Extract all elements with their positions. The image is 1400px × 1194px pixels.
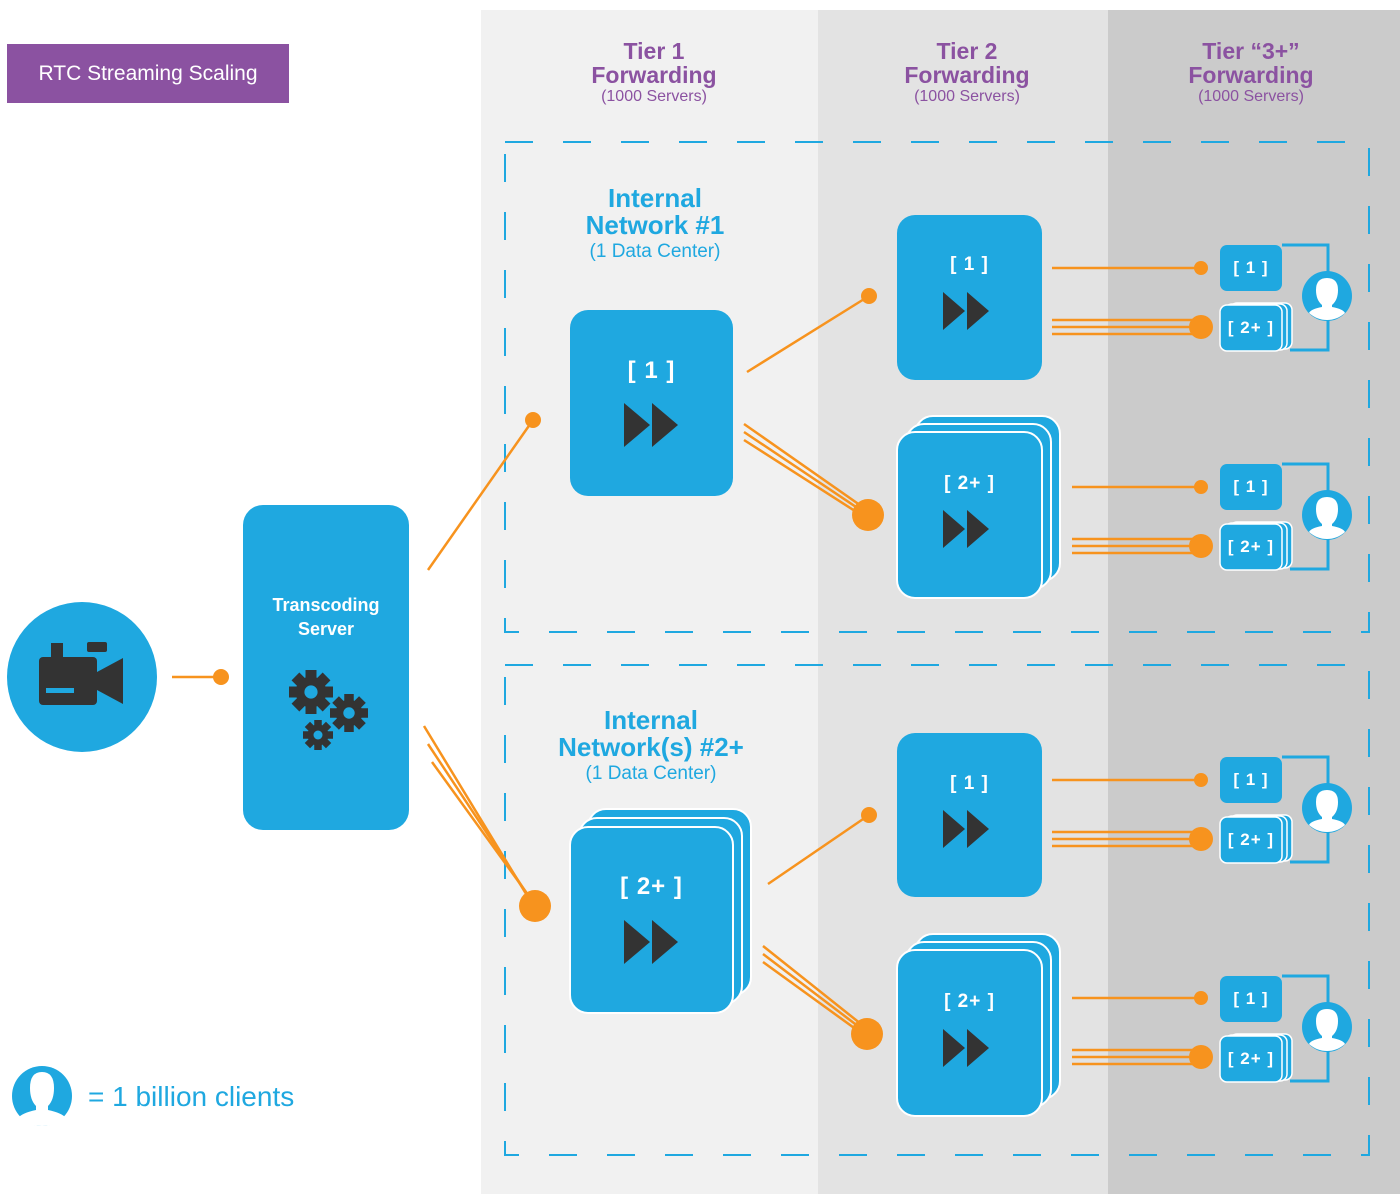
tier2-net1-a-label: [ 1 ] [950, 254, 989, 275]
tier3-group-2 [1219, 462, 1352, 571]
tier2-net2-b-label: [ 2+ ] [944, 991, 995, 1012]
transcoding-server [243, 505, 409, 830]
network-2-boundary [504, 664, 1370, 1156]
tier2-net2-a-label: [ 1 ] [950, 773, 989, 794]
tier3-g3-many-label: [ 2+ ] [1227, 830, 1275, 849]
legend-user-icon [12, 1066, 72, 1126]
tier-2-heading: Tier 2 Forwarding (1000 Servers) [904, 38, 1030, 105]
tier3-g2-many-label: [ 2+ ] [1227, 537, 1275, 556]
tier3-g2-one-label: [ 1 ] [1233, 477, 1269, 496]
video-camera-icon [7, 602, 157, 752]
legend-text: = 1 billion clients [88, 1081, 295, 1112]
tier2-net1-servers-b [896, 415, 1061, 599]
tier-1-heading: Tier 1 Forwarding (1000 Servers) [591, 38, 717, 105]
tier3-group-1 [1219, 243, 1352, 352]
network-2-label: Internal Network(s) #2+ (1 Data Center) [558, 705, 744, 784]
tier3-g3-one-label: [ 1 ] [1233, 770, 1269, 789]
tier1-net1-server-label: [ 1 ] [627, 357, 676, 384]
tier-3-heading: Tier “3+” Forwarding (1000 Servers) [1188, 38, 1314, 105]
tier3-g1-many-label: [ 2+ ] [1227, 318, 1275, 337]
network-1-boundary [504, 141, 1370, 633]
network-1-label: Internal Network #1 (1 Data Center) [585, 183, 725, 262]
tier3-group-4 [1219, 974, 1352, 1083]
tier3-g1-one-label: [ 1 ] [1233, 258, 1269, 277]
tier3-g4-many-label: [ 2+ ] [1227, 1049, 1275, 1068]
tier1-net1-server [570, 310, 733, 496]
tier1-net2-server-label: [ 2+ ] [620, 873, 683, 900]
diagram-title: RTC Streaming Scaling [7, 44, 289, 103]
tier1-net2-servers [569, 808, 752, 1014]
tier2-net1-b-label: [ 2+ ] [944, 473, 995, 494]
tier3-group-3 [1219, 755, 1352, 864]
tier2-net2-servers-b [896, 933, 1061, 1117]
tier3-g4-one-label: [ 1 ] [1233, 989, 1269, 1008]
